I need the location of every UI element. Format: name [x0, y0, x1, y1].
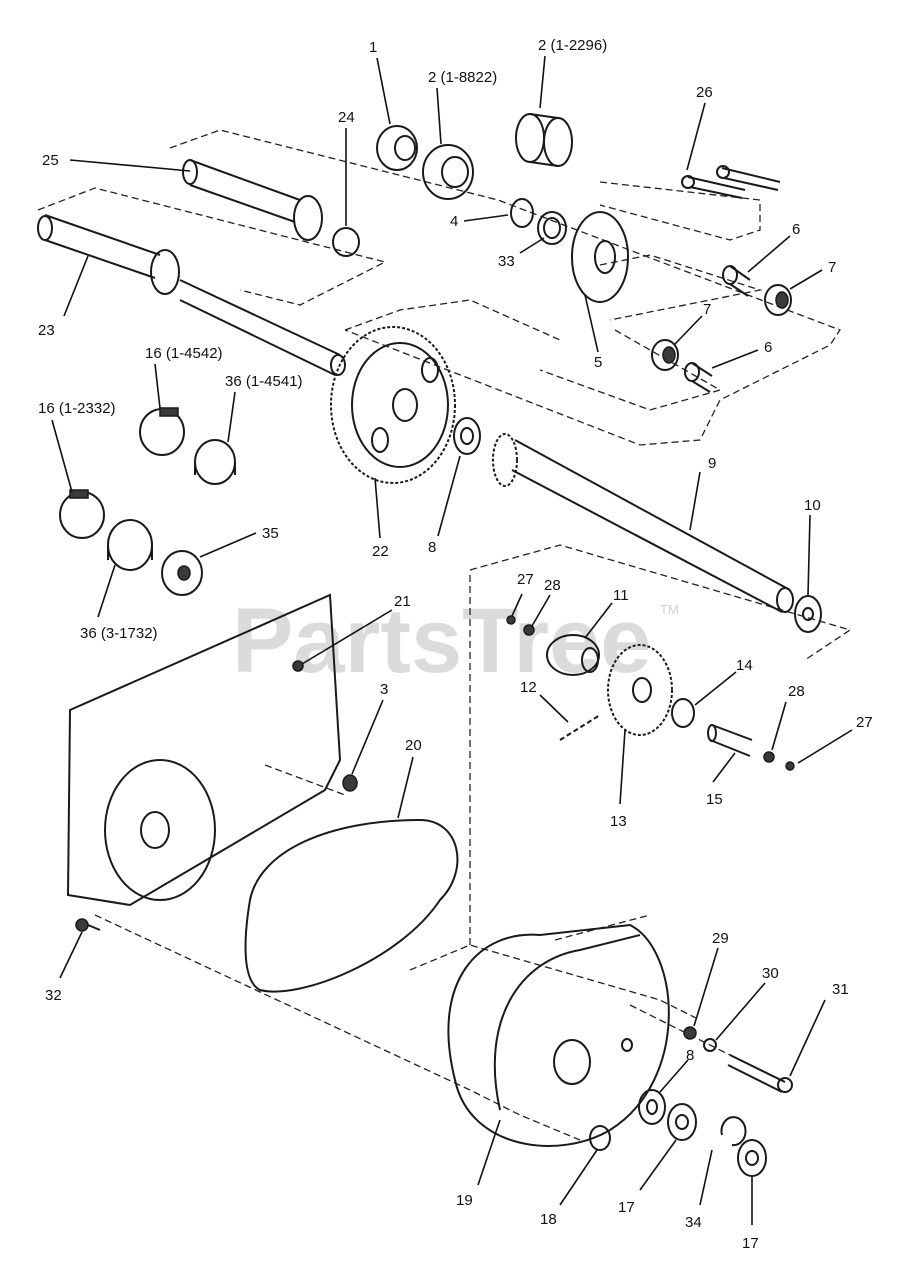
label-3: 3 — [380, 681, 388, 698]
part-8-washer-upper — [453, 417, 481, 455]
part-30-lockwasher — [703, 1038, 717, 1052]
label-18: 18 — [540, 1211, 557, 1228]
label-31: 31 — [832, 981, 849, 998]
label-15: 15 — [706, 791, 723, 808]
label-4: 4 — [450, 213, 458, 230]
label-20: 20 — [405, 737, 422, 754]
label-13: 13 — [610, 813, 627, 830]
label-9: 9 — [708, 455, 716, 472]
part-32-bolt — [75, 918, 101, 932]
part-22-gear — [330, 326, 456, 484]
part-2-bearing-small — [422, 144, 474, 200]
label-21: 21 — [394, 593, 411, 610]
part-23-shaft — [37, 214, 346, 376]
label-30: 30 — [762, 965, 779, 982]
label-34: 34 — [685, 1214, 702, 1231]
part-28-washer-lower — [763, 751, 775, 763]
label-17-upper: 17 — [618, 1199, 635, 1216]
label-16-2332: 16 (1-2332) — [38, 400, 116, 417]
part-19-chaincase-cover — [447, 923, 670, 1147]
label-32: 32 — [45, 987, 62, 1004]
part-18-bushing — [589, 1125, 611, 1151]
part-20-gasket — [244, 818, 459, 993]
label-19: 19 — [456, 1192, 473, 1209]
part-31-bolt — [727, 1054, 793, 1093]
part-15-pin — [707, 724, 753, 757]
part-25-shaft — [182, 159, 323, 241]
label-22: 22 — [372, 543, 389, 560]
label-33: 33 — [498, 253, 515, 270]
label-26: 26 — [696, 84, 713, 101]
label-14: 14 — [736, 657, 753, 674]
part-26-bolts — [681, 165, 781, 199]
label-1: 1 — [369, 39, 377, 56]
callout-labels: 1 2 (1-8822) 2 (1-2296) 24 25 26 4 33 5 … — [38, 37, 873, 1252]
part-16-clamp-lower — [59, 489, 105, 539]
label-11: 11 — [613, 587, 629, 604]
watermark-text: PartsTree — [232, 590, 651, 692]
label-27-upper: 27 — [517, 571, 534, 588]
label-12: 12 — [520, 679, 537, 696]
part-9-shaft — [492, 433, 794, 613]
part-16-clamp-upper — [139, 407, 185, 456]
part-36-bushing-upper — [194, 439, 236, 485]
part-34-retaining-ring — [720, 1116, 747, 1147]
part-1-bearing — [376, 125, 418, 171]
leader-lines — [51, 55, 853, 1225]
label-28-lower: 28 — [788, 683, 805, 700]
label-10: 10 — [804, 497, 821, 514]
part-24-washer — [332, 227, 360, 257]
part-17-washer-upper — [667, 1103, 697, 1141]
label-6-upper: 6 — [792, 221, 800, 238]
label-2-8822: 2 (1-8822) — [428, 69, 497, 86]
label-8-lower: 8 — [686, 1047, 694, 1064]
label-17-lower: 17 — [742, 1235, 759, 1252]
label-24: 24 — [338, 109, 355, 126]
label-5: 5 — [594, 354, 602, 371]
part-27-clip-upper — [506, 615, 516, 625]
part-14-snap-ring — [671, 698, 695, 728]
label-16-4542: 16 (1-4542) — [145, 345, 223, 362]
part-6-spacer-lower — [684, 362, 713, 393]
label-27-lower: 27 — [856, 714, 873, 731]
part-13-sprocket — [607, 644, 673, 736]
part-3-nut — [342, 774, 358, 792]
part-6-spacer-upper — [722, 265, 751, 297]
part-12-chain — [559, 714, 601, 741]
label-23: 23 — [38, 322, 55, 339]
label-7-lower: 7 — [703, 301, 711, 318]
part-33-seal — [537, 211, 567, 245]
part-10-washer — [794, 595, 822, 633]
part-36-bushing-lower — [107, 519, 153, 571]
watermark-trademark: TM — [660, 602, 679, 617]
label-6-lower: 6 — [764, 339, 772, 356]
part-4-washer — [510, 198, 534, 228]
part-5-plate — [571, 211, 629, 303]
label-35: 35 — [262, 525, 279, 542]
label-29: 29 — [712, 930, 729, 947]
label-2-2296: 2 (1-2296) — [538, 37, 607, 54]
part-17-washer-lower — [737, 1139, 767, 1177]
part-7-gear-lower — [651, 339, 679, 371]
part-28-washer-upper — [523, 624, 535, 636]
label-25: 25 — [42, 152, 59, 169]
label-36-4541: 36 (1-4541) — [225, 373, 303, 390]
part-2-bushing-large — [515, 113, 573, 167]
part-8-washer-lower — [638, 1089, 666, 1125]
label-8-upper: 8 — [428, 539, 436, 556]
label-7-upper: 7 — [828, 259, 836, 276]
part-27-clip-lower — [785, 761, 795, 771]
part-11-gear — [546, 634, 600, 676]
part-35-bearing — [161, 550, 203, 596]
label-36-1732: 36 (3-1732) — [80, 625, 158, 642]
part-7-gear-upper — [764, 284, 792, 316]
part-21-chaincase-half — [66, 593, 342, 907]
part-29-washer — [683, 1026, 697, 1040]
label-28-upper: 28 — [544, 577, 561, 594]
